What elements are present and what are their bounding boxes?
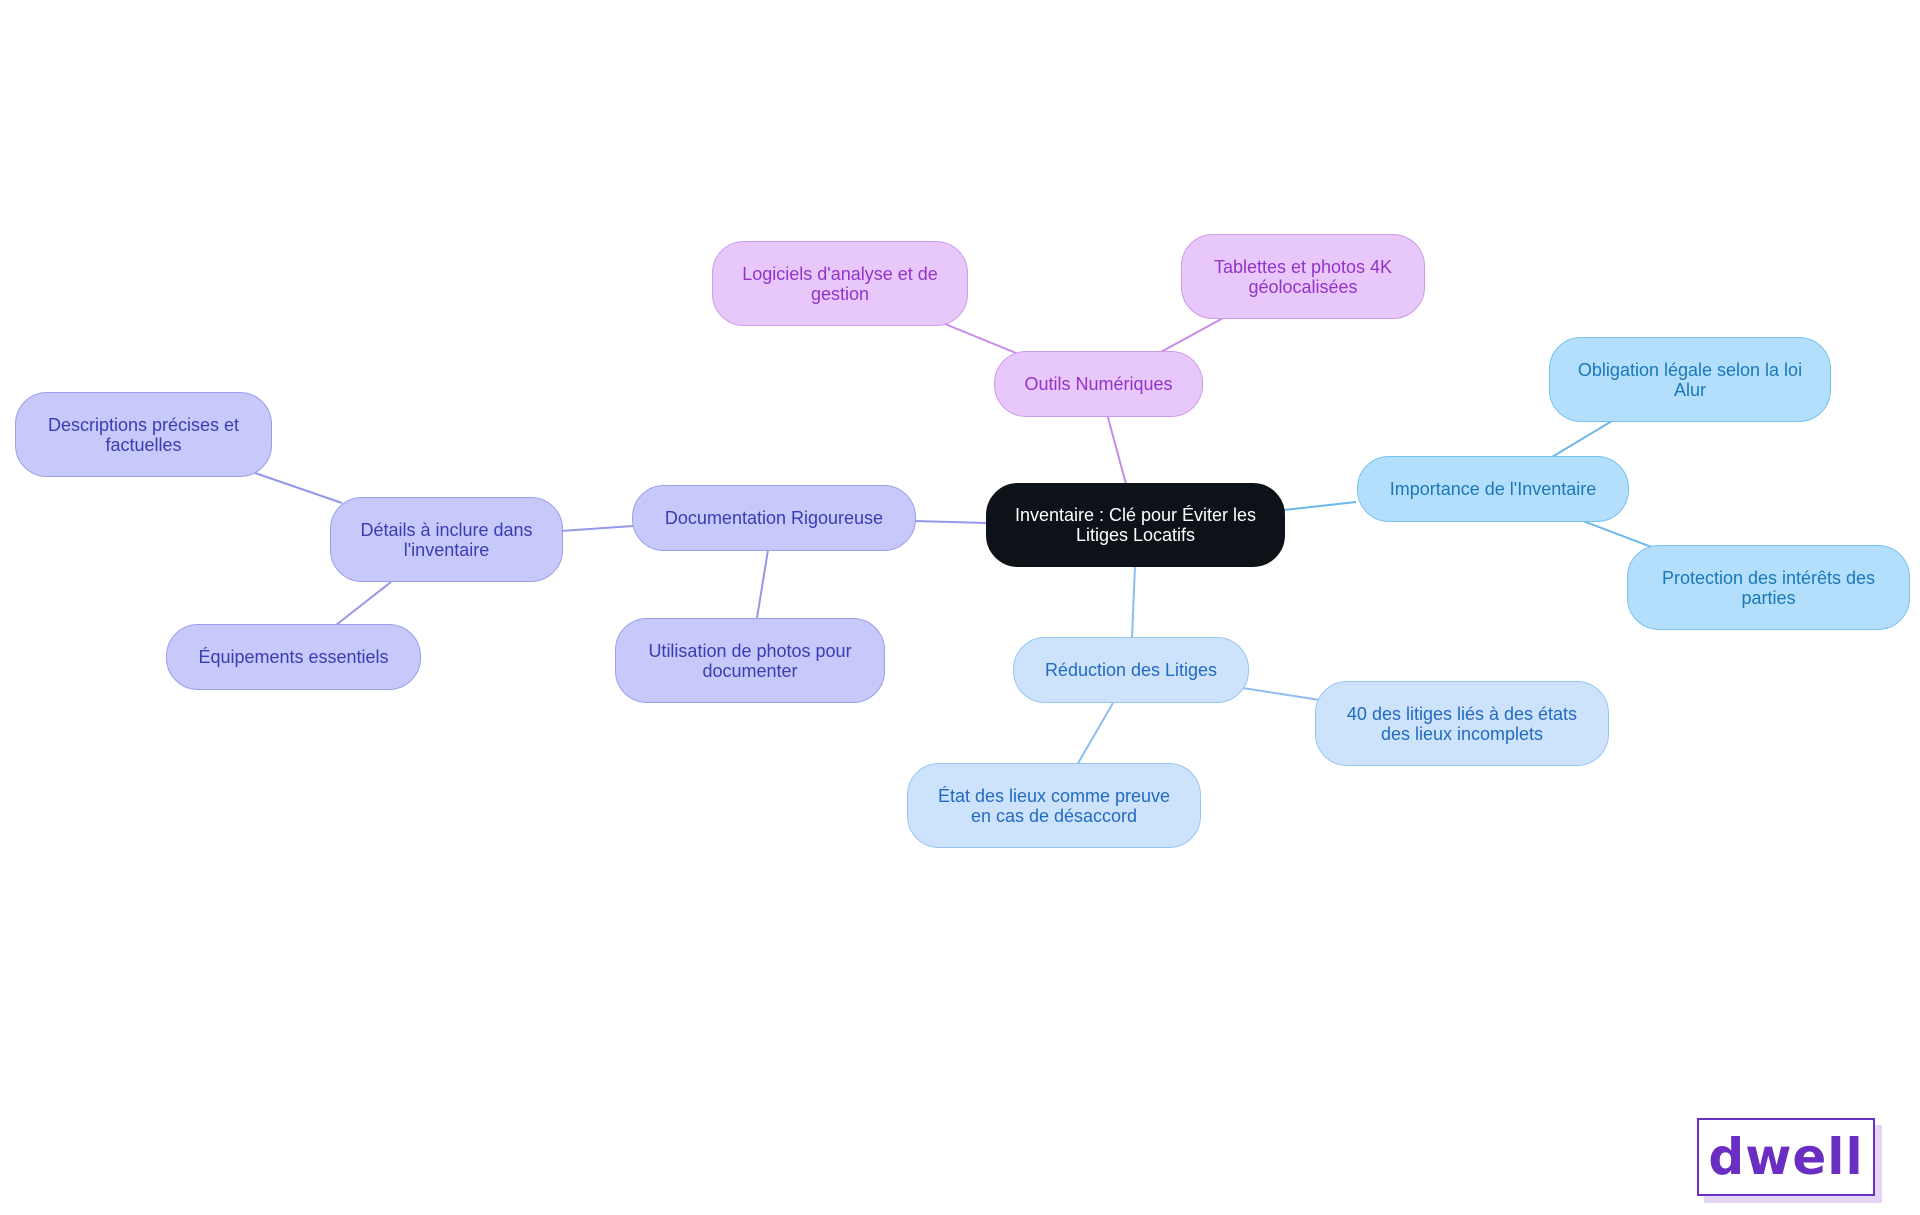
edge-root-outils bbox=[1106, 413, 1127, 485]
protection-interets-node[interactable]: Protection des intérêts des parties bbox=[1627, 545, 1910, 630]
edge-root-importance bbox=[1283, 501, 1357, 511]
root-node[interactable]: Inventaire : Clé pour Éviter les Litiges… bbox=[986, 483, 1285, 567]
photos-documenter-node[interactable]: Utilisation de photos pour documenter bbox=[615, 618, 885, 703]
importance-inventaire-node[interactable]: Importance de l'Inventaire bbox=[1357, 456, 1629, 522]
litiges-40-node[interactable]: 40 des litiges liés à des états des lieu… bbox=[1315, 681, 1609, 766]
edge-root-documentation bbox=[913, 520, 988, 524]
documentation-rigoureuse-node[interactable]: Documentation Rigoureuse bbox=[632, 485, 916, 551]
details-inventaire-node[interactable]: Détails à inclure dans l'inventaire bbox=[330, 497, 563, 582]
obligation-legale-node[interactable]: Obligation légale selon la loi Alur bbox=[1549, 337, 1831, 422]
edge-outils-logiciels bbox=[944, 323, 1017, 354]
edge-importance-protection bbox=[1582, 520, 1655, 549]
edge-outils-tablettes bbox=[1158, 316, 1226, 354]
descriptions-precises-node[interactable]: Descriptions précises et factuelles bbox=[15, 392, 272, 477]
edge-reduction-40 bbox=[1242, 687, 1321, 701]
tablettes-node[interactable]: Tablettes et photos 4K géolocalisées bbox=[1181, 234, 1425, 319]
etat-des-lieux-node[interactable]: État des lieux comme preuve en cas de dé… bbox=[907, 763, 1201, 848]
edge-importance-obligation bbox=[1551, 420, 1613, 458]
edge-documentation-photos bbox=[756, 549, 769, 619]
dwell-logo: dwell bbox=[1697, 1118, 1875, 1196]
outils-numeriques-node[interactable]: Outils Numériques bbox=[994, 351, 1203, 417]
edge-details-equipements bbox=[335, 581, 392, 626]
edge-reduction-etat bbox=[1076, 702, 1114, 766]
reduction-litiges-node[interactable]: Réduction des Litiges bbox=[1013, 637, 1249, 703]
logiciels-node[interactable]: Logiciels d'analyse et de gestion bbox=[712, 241, 968, 326]
edge-details-descriptions bbox=[254, 472, 343, 504]
edge-root-reduction bbox=[1131, 565, 1136, 639]
equipements-essentiels-node[interactable]: Équipements essentiels bbox=[166, 624, 421, 690]
edge-documentation-details bbox=[560, 525, 634, 532]
